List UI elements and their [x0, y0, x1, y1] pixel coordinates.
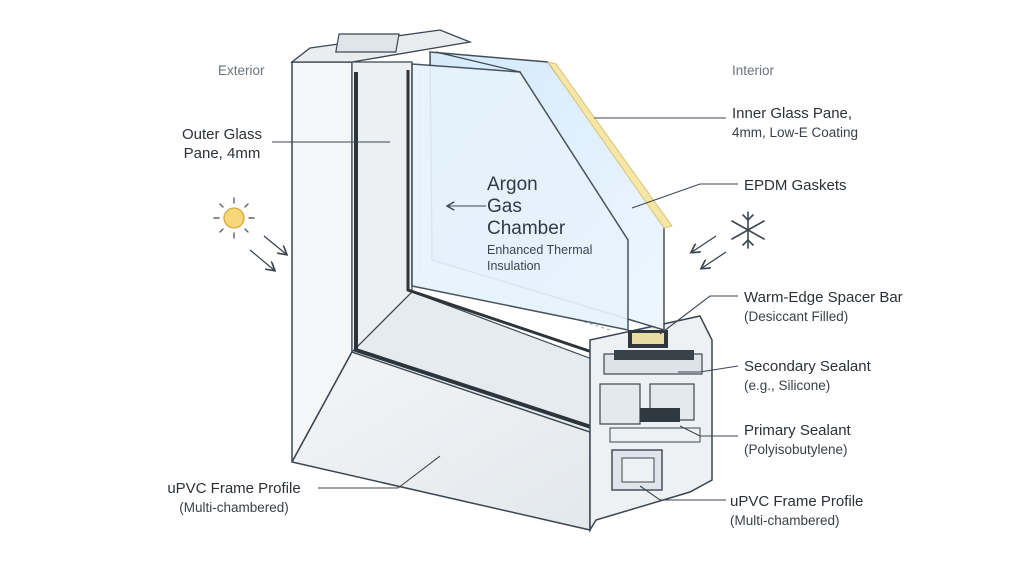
argon-sub1: Enhanced Thermal — [487, 243, 593, 257]
sun-icon — [213, 197, 255, 239]
frame-profile-right-label: uPVC Frame Profile (Multi-chambered) — [730, 492, 863, 530]
exterior-label: Exterior — [218, 63, 265, 78]
frame-left-line1: uPVC Frame Profile — [167, 480, 301, 497]
primary-sealant-label: Primary Sealant (Polyisobutylene) — [744, 421, 851, 459]
secondary-line2: (e.g., Silicone) — [744, 378, 831, 393]
argon-label: Argon Gas Chamber — [487, 174, 565, 240]
frame-right-line1: uPVC Frame Profile — [730, 493, 864, 510]
frame-left-line2: (Multi-chambered) — [179, 500, 289, 515]
frame-profile-left-label: uPVC Frame Profile (Multi-chambered) — [150, 479, 318, 517]
outer-glass-line2: Pane, 4mm — [183, 145, 261, 162]
secondary-line1: Secondary Sealant — [744, 358, 871, 375]
leader-gaskets — [631, 183, 738, 209]
interior-label: Interior — [732, 63, 775, 78]
leader-lines — [272, 117, 739, 501]
primary-line2: (Polyisobutylene) — [744, 442, 848, 457]
argon-line3: Chamber — [487, 218, 566, 239]
leader-spacer — [659, 295, 738, 335]
primary-line1: Primary Sealant — [744, 422, 851, 439]
secondary-sealant-label: Secondary Sealant (e.g., Silicone) — [744, 357, 871, 395]
inner-glass-line1: Inner Glass Pane, — [732, 105, 853, 122]
leader-primary — [679, 425, 738, 437]
argon-sub2: Insulation — [487, 259, 541, 273]
outer-glass-line1: Outer Glass — [181, 126, 263, 143]
frame-cross-section — [589, 315, 713, 533]
desiccant-spacer — [632, 333, 664, 344]
glass-unit — [411, 51, 694, 360]
outer-glass-label: Outer Glass Pane, 4mm — [172, 125, 272, 163]
inner-glass-line2: 4mm, Low-E Coating — [732, 125, 859, 140]
primary-sealant-strip — [640, 408, 680, 422]
cold-arrows-right — [692, 235, 727, 268]
argon-line2: Gas — [487, 196, 522, 217]
frame-right-line2: (Multi-chambered) — [730, 513, 840, 528]
spacer-line2: (Desiccant Filled) — [744, 309, 849, 324]
leader-secondary — [678, 365, 739, 373]
leader-frame-right — [639, 485, 726, 501]
heat-arrows-left — [249, 235, 286, 270]
spacer-line1: Warm-Edge Spacer Bar — [744, 289, 903, 306]
leader-frame-left — [318, 455, 441, 489]
spacer-label: Warm-Edge Spacer Bar (Desiccant Filled) — [744, 288, 903, 326]
argon-sub-label: Enhanced Thermal Insulation — [487, 242, 592, 274]
snowflake-icon — [731, 211, 765, 249]
upvc-frame — [290, 29, 601, 531]
inner-glass-label: Inner Glass Pane, 4mm, Low-E Coating — [732, 104, 858, 142]
argon-line1: Argon — [487, 174, 538, 195]
gaskets-label: EPDM Gaskets — [744, 177, 847, 194]
